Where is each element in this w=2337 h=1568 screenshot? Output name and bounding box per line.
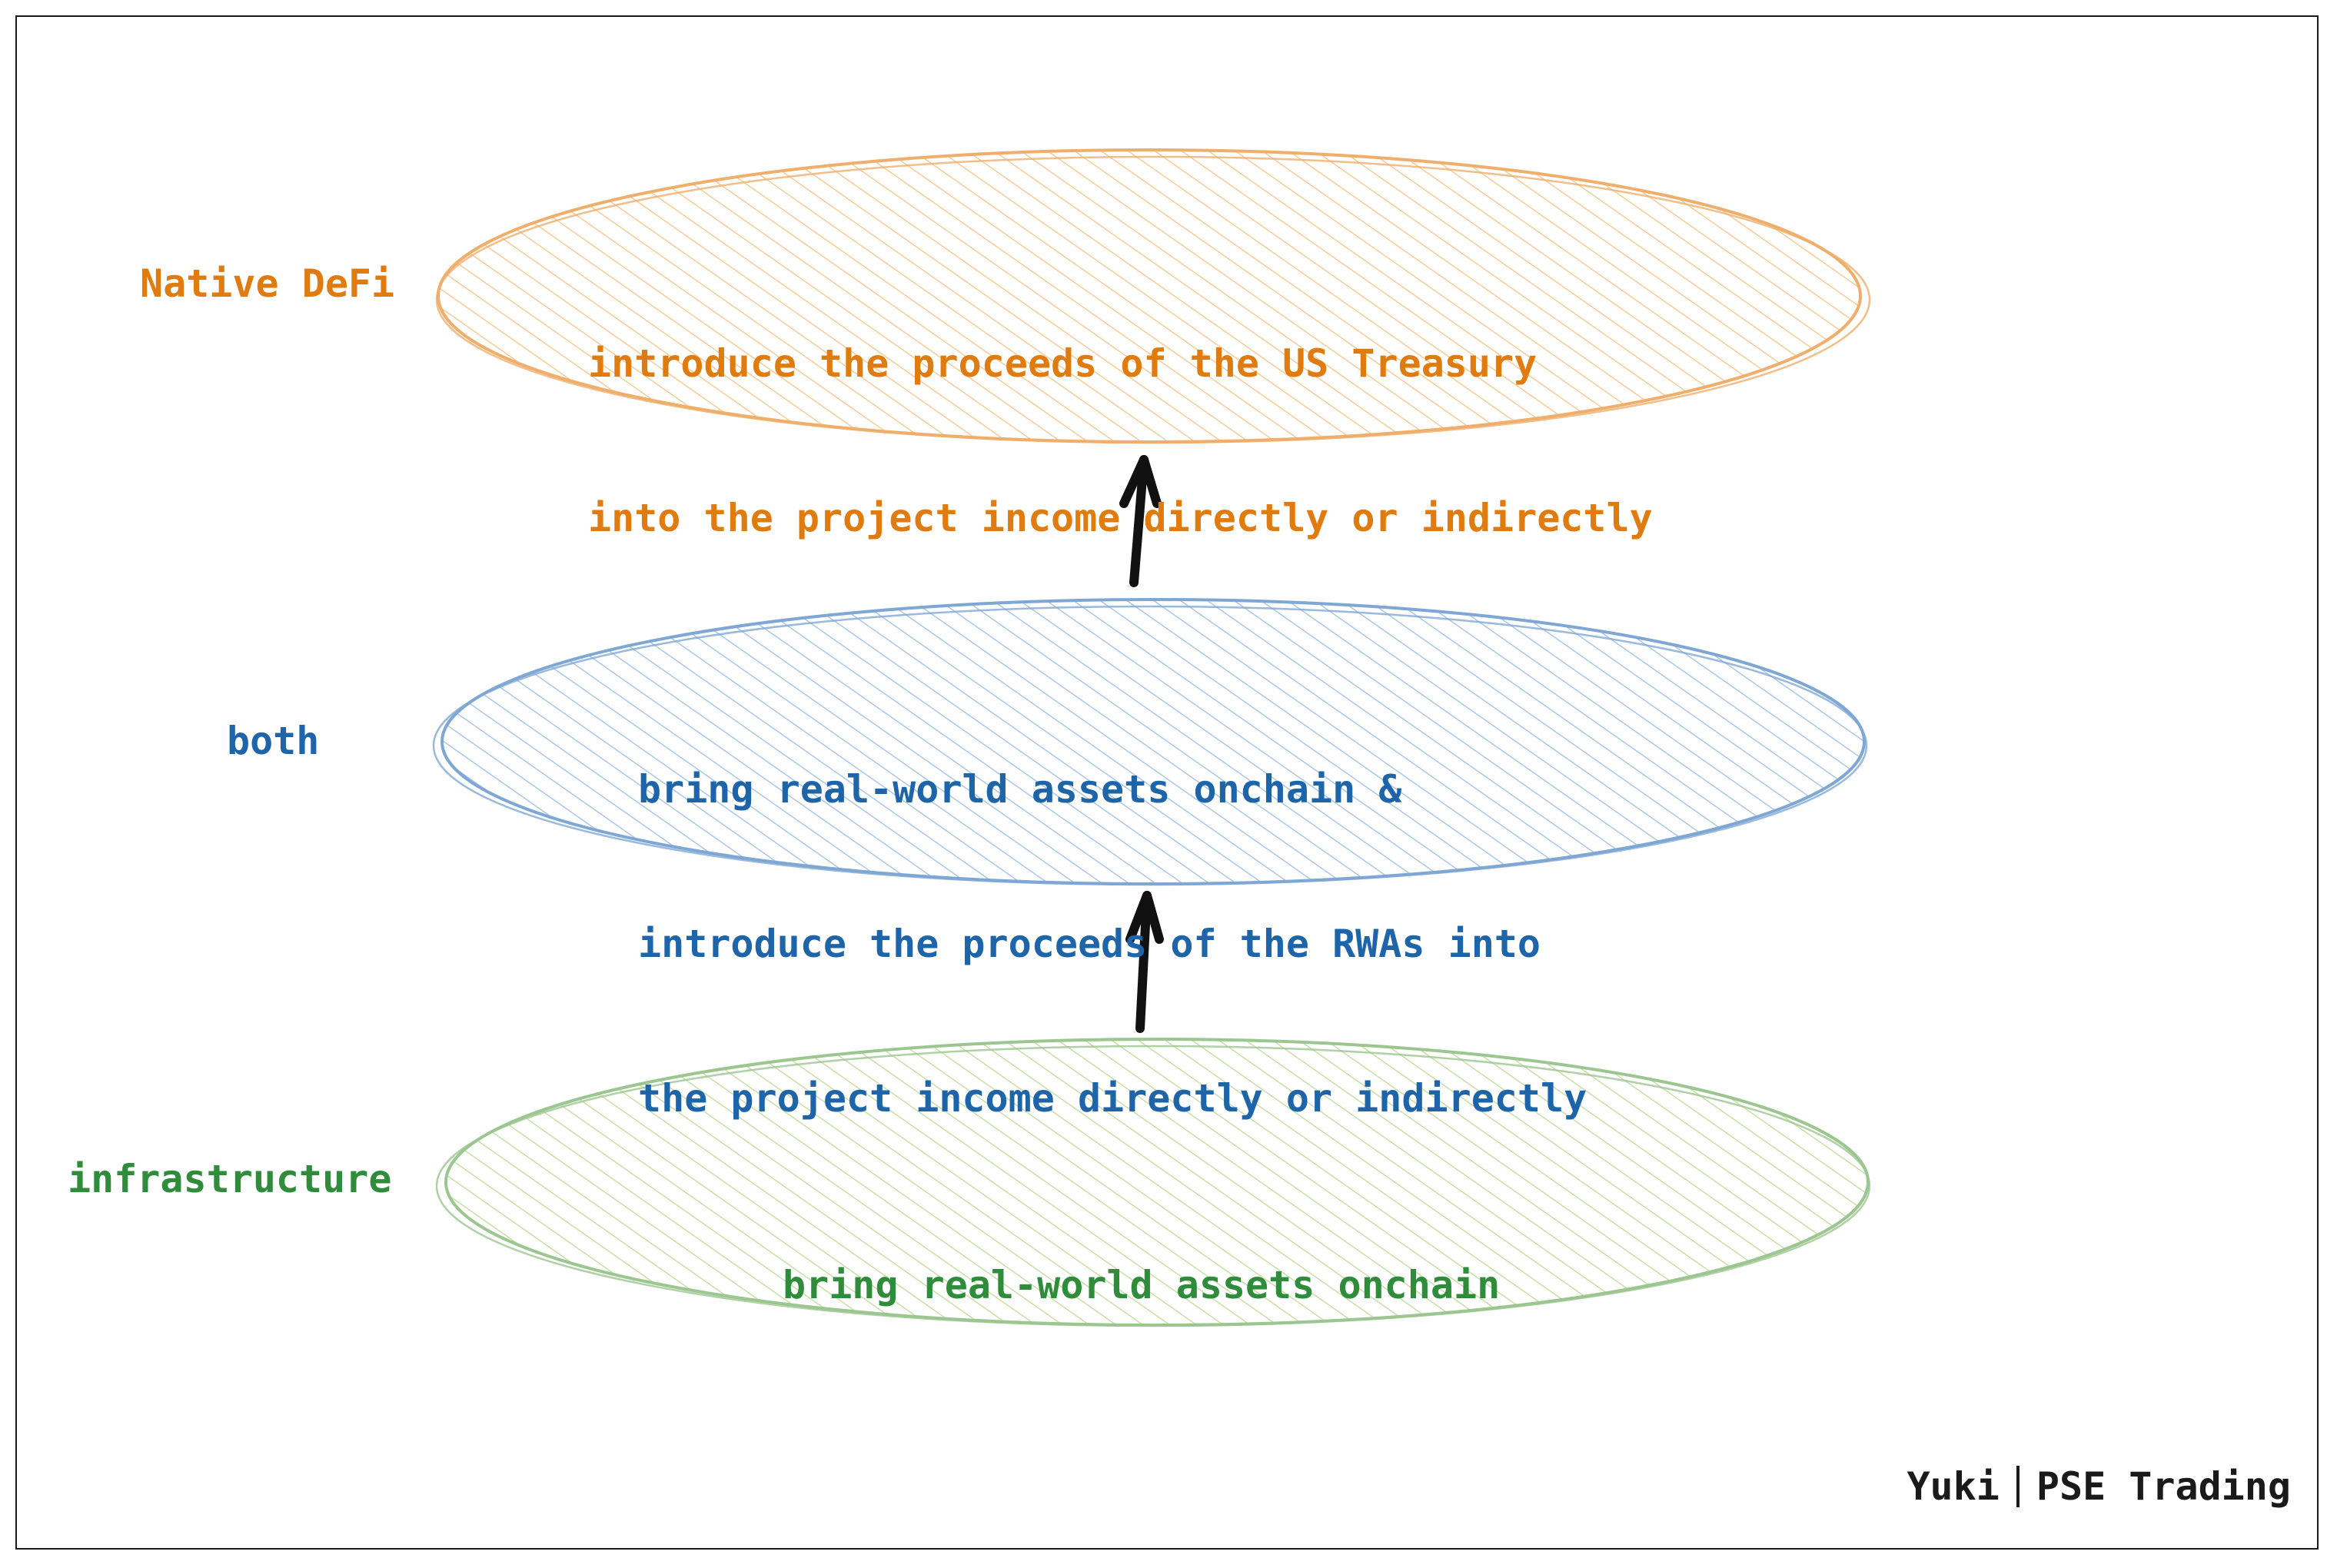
text-line: introduce the proceeds of the US Treasur… bbox=[588, 341, 1538, 386]
credit-org: PSE Trading bbox=[2036, 1464, 2291, 1509]
tier-text-both: bring real-world assets onchain & introd… bbox=[638, 661, 1587, 1176]
text-line: the project income directly or indirectl… bbox=[638, 1076, 1587, 1121]
arrow-up-icon bbox=[1125, 891, 1164, 1033]
ellipse-both bbox=[432, 598, 1868, 886]
arrow-up-icon bbox=[1119, 455, 1162, 587]
tier-label-native-defi: Native DeFi bbox=[140, 261, 395, 306]
credit-author: Yuki bbox=[1906, 1464, 2000, 1509]
credit-separator bbox=[2016, 1466, 2020, 1507]
ellipse-infrastructure bbox=[435, 1038, 1871, 1327]
text-line: introduce the proceeds of the RWAs into bbox=[638, 922, 1541, 966]
tier-text-native-defi: introduce the proceeds of the US Treasur… bbox=[588, 235, 1653, 596]
ellipse-native-defi bbox=[435, 148, 1871, 444]
text-line: bring real-world assets onchain bbox=[783, 1263, 1501, 1307]
credit: Yuki PSE Trading bbox=[1906, 1464, 2291, 1509]
tier-label-both: both bbox=[227, 719, 320, 763]
tier-text-infrastructure: bring real-world assets onchain bbox=[783, 1157, 1500, 1363]
text-line: into the project income directly or indi… bbox=[588, 496, 1653, 540]
tier-label-infrastructure: infrastructure bbox=[68, 1157, 392, 1201]
text-line: bring real-world assets onchain & bbox=[638, 767, 1402, 812]
